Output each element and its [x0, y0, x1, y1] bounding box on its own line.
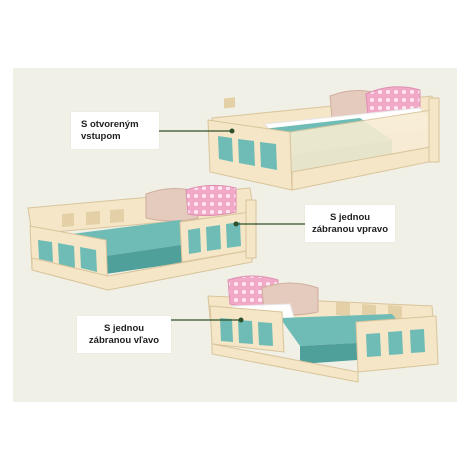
label-open-entry-line1: S otvoreným	[81, 118, 139, 130]
label-one-rail-right-line1: S jednou	[329, 211, 371, 223]
label-connectors	[159, 128, 305, 323]
label-one-rail-left-line1: S jednou	[103, 322, 145, 334]
bed-one-rail-right	[27, 184, 257, 291]
label-open-entry-line2: vstupom	[81, 130, 121, 142]
pillow-beige	[145, 188, 199, 222]
label-one-rail-right: S jednou zábranou vpravo	[305, 205, 395, 242]
label-one-rail-left-line2: zábranou vľavo	[88, 334, 160, 346]
pillow-pink	[185, 184, 237, 217]
label-open-entry: S otvoreným vstupom	[71, 112, 159, 149]
label-one-rail-right-line2: zábranou vpravo	[311, 223, 389, 235]
bed-open-entry	[207, 86, 440, 191]
label-one-rail-left: S jednou zábranou vľavo	[77, 316, 171, 353]
bed-one-rail-left	[207, 275, 439, 383]
